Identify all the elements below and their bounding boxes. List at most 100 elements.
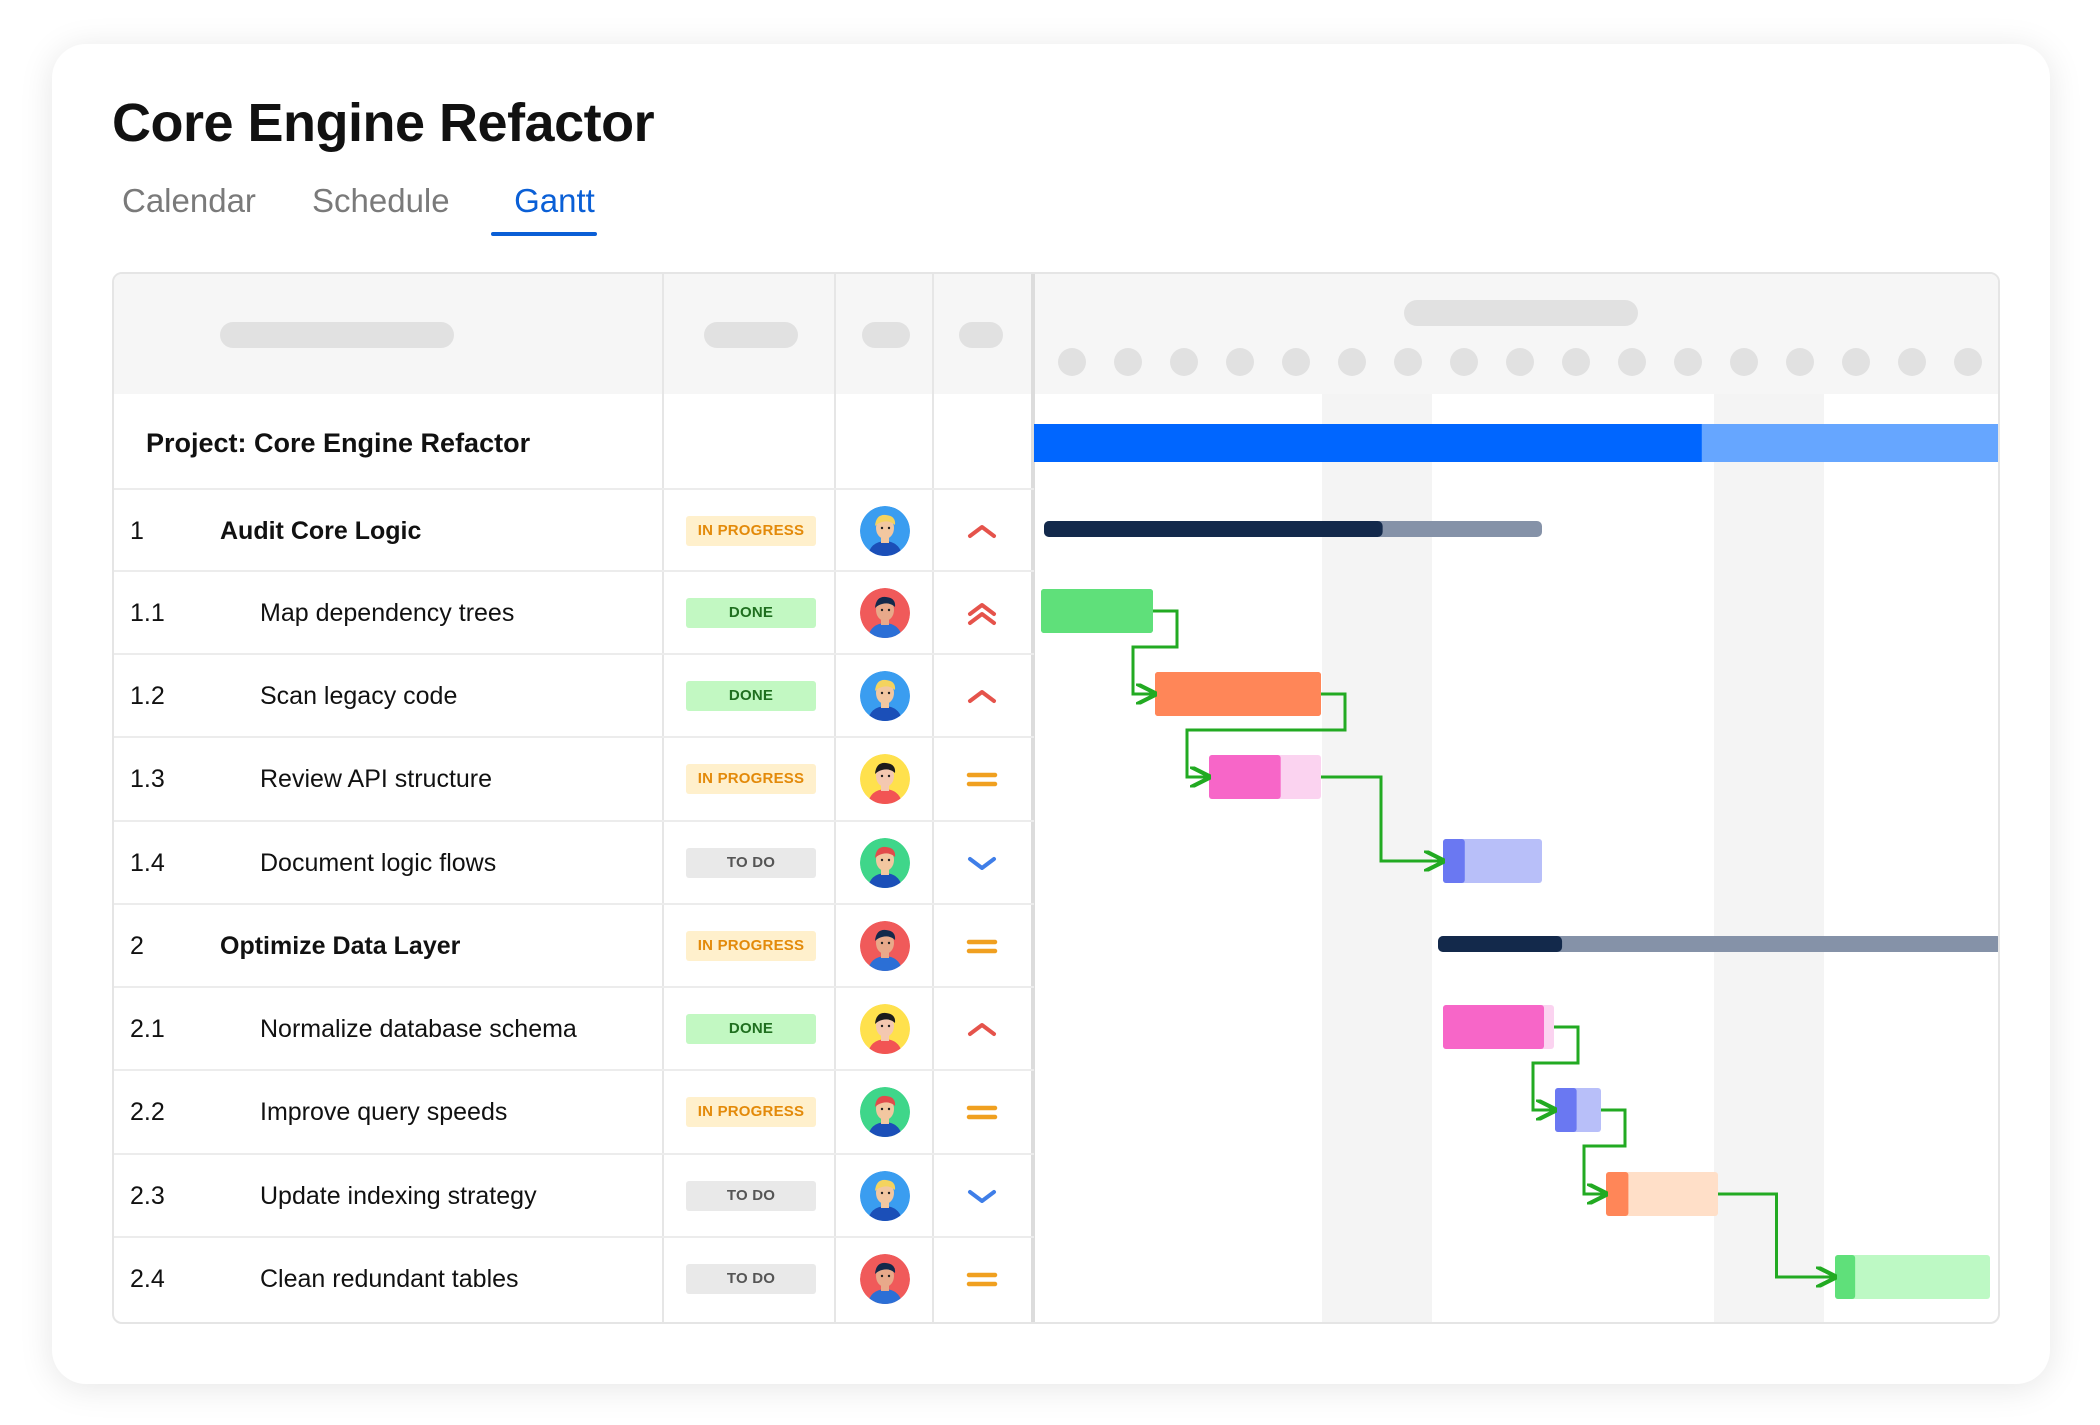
status-badge[interactable]: DONE: [686, 681, 816, 711]
task-name[interactable]: Update indexing strategy: [260, 1182, 537, 1210]
status-badge[interactable]: IN PROGRESS: [686, 764, 816, 794]
task-row[interactable]: 2.3 Update indexing strategy TO DO: [114, 1153, 1034, 1236]
assignee-avatar[interactable]: [860, 671, 910, 721]
medium-icon[interactable]: [962, 764, 1002, 794]
project-row[interactable]: Project: Core Engine Refactor: [114, 394, 1034, 488]
header-day-placeholder: [1114, 348, 1142, 376]
summary-bar-progress[interactable]: [1044, 521, 1383, 537]
assignee-avatar[interactable]: [860, 1254, 910, 1304]
header-placeholder-status: [704, 322, 798, 348]
highest-icon[interactable]: [962, 598, 1002, 628]
task-bar[interactable]: [1443, 839, 1542, 883]
summary-bar[interactable]: [1438, 936, 2000, 952]
status-badge[interactable]: TO DO: [686, 848, 816, 878]
header-day-placeholder: [1954, 348, 1982, 376]
dependency-connector: [1582, 1108, 1627, 1194]
low-icon[interactable]: [962, 848, 1002, 878]
task-row[interactable]: 2.4 Clean redundant tables TO DO: [114, 1236, 1034, 1322]
header-day-placeholder: [1786, 348, 1814, 376]
header-day-placeholder: [1170, 348, 1198, 376]
weekend-shade: [1714, 394, 1824, 1322]
gantt-timeline: [1034, 424, 2000, 1299]
task-number: 2.2: [130, 1098, 165, 1126]
task-name[interactable]: Document logic flows: [260, 849, 497, 877]
status-badge[interactable]: TO DO: [686, 1181, 816, 1211]
task-number: 1: [130, 517, 144, 545]
task-name[interactable]: Audit Core Logic: [220, 517, 422, 545]
header-day-placeholder: [1058, 348, 1086, 376]
status-badge[interactable]: DONE: [686, 1014, 816, 1044]
task-row[interactable]: 1.4 Document logic flows TO DO: [114, 820, 1034, 903]
dependency-connector: [1185, 692, 1347, 777]
task-name[interactable]: Improve query speeds: [260, 1098, 508, 1126]
task-name[interactable]: Map dependency trees: [260, 599, 515, 627]
task-bar[interactable]: [1835, 1255, 1990, 1299]
gantt-panel: Project: Core Engine Refactor 1 Audit Co…: [112, 272, 2000, 1324]
task-number: 2.3: [130, 1182, 165, 1210]
project-bar-remaining[interactable]: [1701, 424, 2000, 462]
task-bar-progress[interactable]: [1155, 672, 1321, 716]
task-name[interactable]: Optimize Data Layer: [220, 932, 461, 960]
assignee-avatar[interactable]: [860, 1087, 910, 1137]
tab-gantt[interactable]: Gantt: [514, 182, 595, 219]
task-row[interactable]: 2.2 Improve query speeds IN PROGRESS: [114, 1069, 1034, 1153]
table-header: [114, 274, 1034, 394]
status-badge[interactable]: DONE: [686, 598, 816, 628]
medium-icon[interactable]: [962, 931, 1002, 961]
low-icon[interactable]: [962, 1181, 1002, 1211]
assignee-avatar[interactable]: [860, 588, 910, 638]
task-bar-progress[interactable]: [1209, 755, 1281, 799]
status-badge[interactable]: TO DO: [686, 1264, 816, 1294]
assignee-avatar[interactable]: [860, 921, 910, 971]
medium-icon[interactable]: [962, 1264, 1002, 1294]
task-row[interactable]: 1.1 Map dependency trees DONE: [114, 570, 1034, 653]
task-bar-progress[interactable]: [1443, 1005, 1545, 1049]
task-row[interactable]: 1.3 Review API structure IN PROGRESS: [114, 736, 1034, 820]
high-icon[interactable]: [962, 1014, 1002, 1044]
task-row[interactable]: 2.1 Normalize database schema DONE: [114, 986, 1034, 1069]
column-divider: [834, 274, 836, 1322]
task-name[interactable]: Review API structure: [260, 765, 493, 793]
header-day-placeholder: [1674, 348, 1702, 376]
task-number: 2: [130, 932, 144, 960]
assignee-avatar[interactable]: [860, 1171, 910, 1221]
header-placeholder-assignee: [862, 322, 910, 348]
status-badge[interactable]: IN PROGRESS: [686, 1097, 816, 1127]
assignee-avatar[interactable]: [860, 838, 910, 888]
task-bar-progress[interactable]: [1555, 1088, 1577, 1132]
header-placeholder-priority: [959, 322, 1003, 348]
summary-bar-progress[interactable]: [1438, 936, 1563, 952]
status-badge[interactable]: IN PROGRESS: [686, 931, 816, 961]
high-icon[interactable]: [962, 516, 1002, 546]
task-bar-progress[interactable]: [1041, 589, 1153, 633]
column-divider: [662, 274, 664, 1322]
header-day-placeholder: [1506, 348, 1534, 376]
header-day-placeholder: [1394, 348, 1422, 376]
header-day-placeholder: [1898, 348, 1926, 376]
timeline-header: [1034, 274, 1998, 394]
header-day-placeholder: [1450, 348, 1478, 376]
high-icon[interactable]: [962, 681, 1002, 711]
status-badge[interactable]: IN PROGRESS: [686, 516, 816, 546]
project-bar-progress[interactable]: [1034, 424, 1702, 462]
assignee-avatar[interactable]: [860, 754, 910, 804]
task-bar-progress[interactable]: [1443, 839, 1465, 883]
summary-task-row[interactable]: 2 Optimize Data Layer IN PROGRESS: [114, 903, 1034, 986]
page-title: Core Engine Refactor: [112, 93, 655, 153]
summary-task-row[interactable]: 1 Audit Core Logic IN PROGRESS: [114, 488, 1034, 570]
medium-icon[interactable]: [962, 1097, 1002, 1127]
assignee-avatar[interactable]: [860, 1004, 910, 1054]
header-placeholder-name: [220, 322, 454, 348]
tab-calendar[interactable]: Calendar: [122, 182, 256, 219]
task-row[interactable]: 1.2 Scan legacy code DONE: [114, 653, 1034, 736]
assignee-avatar[interactable]: [860, 506, 910, 556]
dependency-connector: [1321, 775, 1443, 861]
task-bar-progress[interactable]: [1606, 1172, 1629, 1216]
task-bar[interactable]: [1606, 1172, 1718, 1216]
tab-schedule[interactable]: Schedule: [312, 182, 450, 219]
task-name[interactable]: Normalize database schema: [260, 1015, 577, 1043]
task-bar-progress[interactable]: [1835, 1255, 1856, 1299]
header-day-placeholder: [1730, 348, 1758, 376]
task-name[interactable]: Clean redundant tables: [260, 1265, 519, 1293]
task-name[interactable]: Scan legacy code: [260, 682, 458, 710]
